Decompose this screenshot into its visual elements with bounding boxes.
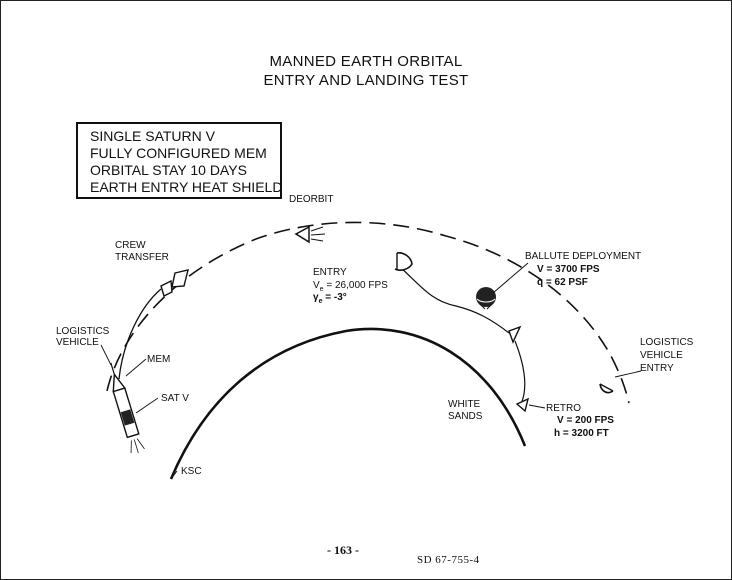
angle-symbol: γ (313, 292, 319, 303)
orbit-path (106, 221, 630, 404)
mission-info-box: SINGLE SATURN V FULLY CONFIGURED MEM ORB… (76, 122, 282, 199)
label-deorbit: DEORBIT (289, 194, 334, 205)
label-transfer: TRANSFER (115, 252, 169, 263)
velocity-value: = 26,000 FPS (326, 280, 388, 291)
deorbit-capsule-icon (294, 225, 326, 244)
saturn-v-rocket-icon (110, 362, 145, 454)
info-line-stay: ORBITAL STAY 10 DAYS (90, 162, 247, 178)
logistics-leader-line (100, 344, 112, 366)
angle-subscript: e (318, 298, 323, 305)
label-mem: MEM (147, 354, 171, 365)
label-entry: ENTRY (313, 267, 347, 278)
label-entry-velocity: Ve = 26,000 FPS (313, 280, 388, 296)
entry-capsule-icon (394, 252, 413, 271)
label-logistics-entry-3: ENTRY (640, 363, 674, 374)
label-sat-v: SAT V (161, 393, 189, 404)
label-ballute-deployment: BALLUTE DEPLOYMENT (525, 251, 642, 262)
label-retro: RETRO (546, 403, 581, 414)
label-sands: SANDS (448, 411, 483, 422)
label-retro-velocity: V = 200 FPS (557, 415, 614, 426)
angle-value: = -3° (325, 292, 347, 303)
page-number: - 163 - (327, 543, 359, 557)
label-white: WHITE (448, 399, 481, 410)
label-retro-altitude: h = 3200 FT (554, 428, 609, 439)
label-entry-angle: γe = -3° (313, 292, 347, 308)
label-ksc: KSC (181, 466, 202, 477)
velocity-subscript: e (319, 286, 324, 293)
descending-capsule-icon (508, 325, 522, 344)
retro-capsule-icon (515, 397, 546, 413)
earth-surface-arc (169, 327, 527, 480)
ksc-leader-line (170, 470, 178, 480)
title-line-1: MANNED EARTH ORBITAL (269, 53, 463, 70)
label-logistics-entry-1: LOGISTICS (640, 337, 694, 348)
label-vehicle: VEHICLE (56, 337, 99, 348)
velocity-symbol: V (313, 280, 320, 291)
ascent-path (118, 288, 162, 380)
document-code: SD 67-755-4 (417, 554, 480, 566)
entry-trajectory (398, 265, 510, 334)
title-line-2: ENTRY AND LANDING TEST (263, 72, 469, 89)
logistics-entry-capsule-icon (599, 370, 642, 394)
ballute-icon (476, 262, 529, 310)
info-line-mem: FULLY CONFIGURED MEM (90, 145, 267, 161)
descent-trajectory (514, 340, 526, 405)
label-logistics-entry-2: VEHICLE (640, 350, 683, 361)
info-line-saturn: SINGLE SATURN V (90, 128, 215, 144)
crew-transfer-vehicle-icon (160, 269, 189, 297)
sat-v-leader-line (135, 397, 159, 414)
label-logistics: LOGISTICS (56, 326, 110, 337)
label-crew: CREW (115, 240, 146, 251)
info-line-heat-shield: EARTH ENTRY HEAT SHIELD (90, 179, 283, 195)
mem-leader-line (125, 358, 147, 377)
label-ballute-pressure: q = 62 PSF (537, 277, 588, 288)
label-ballute-velocity: V = 3700 FPS (537, 264, 600, 275)
